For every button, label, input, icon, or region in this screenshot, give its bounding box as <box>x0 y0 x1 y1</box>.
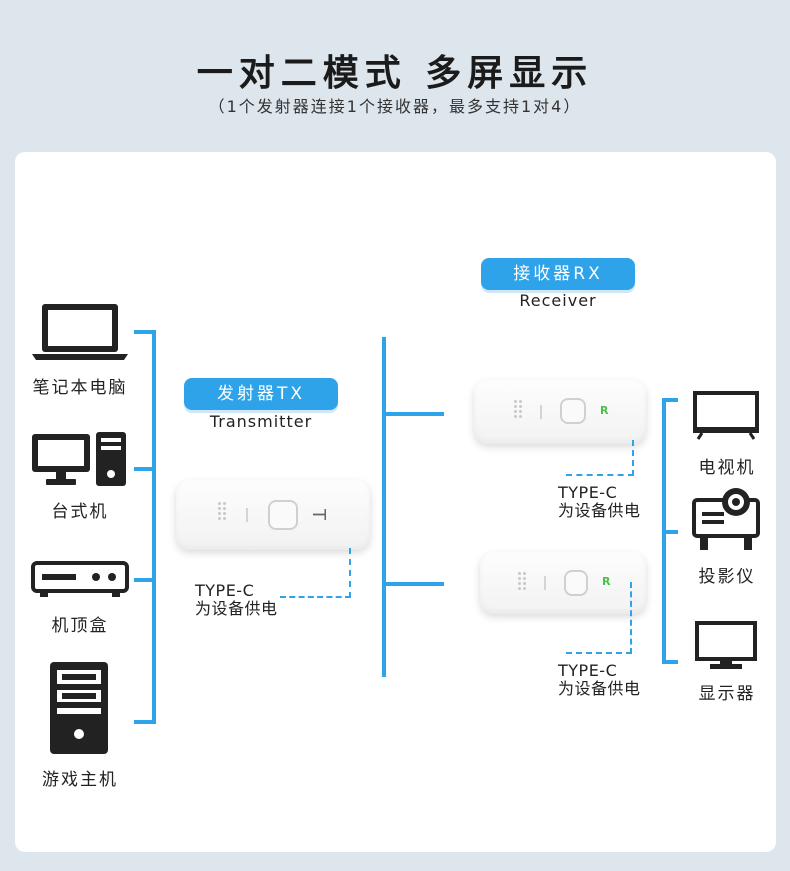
tv-icon <box>693 391 759 440</box>
receiver-1-power-desc: 为设备供电 <box>558 501 641 520</box>
source-game-console <box>30 660 130 756</box>
display-monitor <box>694 620 758 670</box>
source-label-game-console: 游戏主机 <box>42 770 118 790</box>
source-bracket-vertical <box>152 332 156 724</box>
wireless-link-vertical <box>382 337 386 677</box>
receiver-badge: 接收器RX <box>481 258 635 290</box>
transmitter-letter: T <box>308 509 329 520</box>
source-label-desktop: 台式机 <box>51 502 109 522</box>
desktop-computer-icon <box>32 432 126 486</box>
display-projector <box>690 488 762 554</box>
receiver-1-power-lead-horizontal <box>566 474 634 476</box>
receiver-1-pair-button <box>560 398 586 424</box>
source-connector-laptop <box>134 330 156 334</box>
receiver-dongle-1: R <box>474 380 646 444</box>
transmitter-led <box>246 508 248 522</box>
receiver-2-power-lead-horizontal <box>566 652 632 654</box>
source-label-laptop: 笔记本电脑 <box>32 378 128 398</box>
laptop-icon <box>32 304 128 360</box>
receiver-1-vent <box>514 400 522 418</box>
page-title: 一对二模式 多屏显示 <box>196 53 594 94</box>
receiver-2-led <box>544 576 546 590</box>
set-top-box-icon <box>31 561 129 597</box>
transmitter-name: Transmitter <box>209 412 313 431</box>
source-desktop <box>30 430 130 488</box>
display-tv <box>692 390 760 440</box>
source-label-set-top-box: 机顶盒 <box>51 616 109 636</box>
receiver-2-power-type: TYPE-C <box>558 661 618 680</box>
receiver-1-power-lead-vertical <box>632 440 634 476</box>
display-connector-projector <box>662 530 678 534</box>
wireless-link-receiver-2 <box>384 582 444 586</box>
transmitter-dongle: T <box>176 480 370 550</box>
transmitter-power-desc: 为设备供电 <box>195 599 278 618</box>
transmitter-power-lead-horizontal <box>280 596 351 598</box>
transmitter-power-type: TYPE-C <box>195 581 255 600</box>
receiver-1-letter: R <box>600 404 609 417</box>
source-connector-game-console <box>134 720 156 724</box>
display-connector-tv <box>662 398 678 402</box>
transmitter-badge: 发射器TX <box>184 378 338 410</box>
receiver-name: Receiver <box>519 291 597 310</box>
source-connector-desktop <box>134 467 156 471</box>
receiver-2-power-desc: 为设备供电 <box>558 679 641 698</box>
display-label-monitor: 显示器 <box>698 684 756 704</box>
display-connector-monitor <box>662 660 678 664</box>
source-set-top-box <box>30 560 130 600</box>
monitor-icon <box>695 621 757 669</box>
transmitter-pair-button <box>268 500 298 530</box>
receiver-2-pair-button <box>564 570 588 596</box>
receiver-2-power-lead-vertical <box>630 582 632 654</box>
transmitter-power-lead-vertical <box>349 548 351 598</box>
game-console-icon <box>50 662 108 754</box>
diagram-panel <box>15 152 776 852</box>
source-connector-set-top-box <box>134 578 156 582</box>
receiver-dongle-2: R <box>480 552 646 614</box>
transmitter-vent <box>218 502 226 520</box>
receiver-1-led <box>540 405 542 419</box>
receiver-1-power-type: TYPE-C <box>558 483 618 502</box>
receiver-2-vent <box>518 572 526 590</box>
projector-icon <box>692 488 760 550</box>
receiver-2-letter: R <box>602 575 611 588</box>
display-label-tv: 电视机 <box>698 458 756 478</box>
wireless-link-receiver-1 <box>384 412 444 416</box>
source-laptop <box>30 300 130 362</box>
page-subtitle: （1个发射器连接1个接收器，最多支持1对4） <box>208 97 582 116</box>
display-label-projector: 投影仪 <box>698 567 756 587</box>
